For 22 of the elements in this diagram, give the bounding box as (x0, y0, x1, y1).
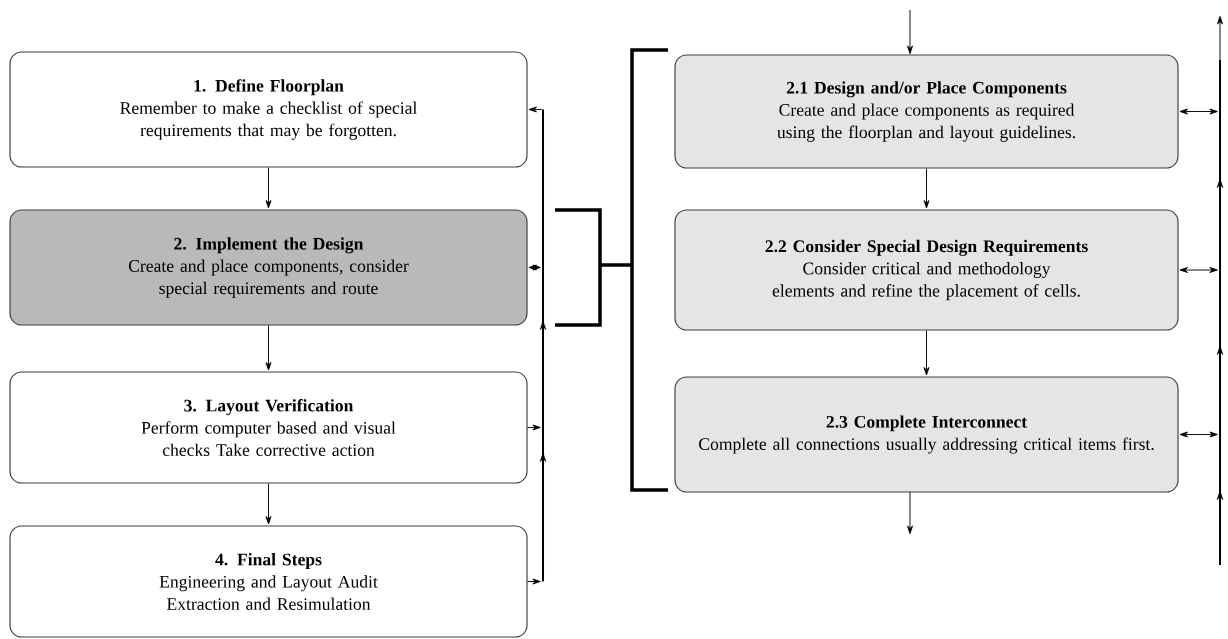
process-box: 2.3 Complete Interconnect Complete all connections usually addressing critical items first. (674, 376, 1179, 493)
arrow (265, 483, 272, 525)
arrow (1179, 267, 1218, 273)
arrow (1179, 431, 1218, 438)
arrow (923, 168, 930, 209)
arrow (528, 264, 541, 271)
arrow (265, 167, 272, 209)
arrow (527, 578, 541, 585)
arrow (907, 491, 913, 534)
process-box: 2.2 Consider Special Design Requirements Consider critical and methodology elements and refine the placement of cells. (674, 209, 1179, 331)
process-box: 4. Final Steps Engineering and Layout Audit Extraction and Resimulation (9, 525, 528, 638)
arrow (265, 325, 272, 371)
arrow (527, 424, 541, 431)
process-box: 2.1 Design and/or Place Components Create and place components as required using the floorplan and layout guidelines. (674, 54, 1179, 169)
process-box: 2. Implement the Design Create and place components, consider special requirements and route (9, 209, 528, 326)
arrow (923, 330, 930, 376)
arrow (1179, 108, 1218, 115)
arrow (528, 106, 543, 113)
arrow (1217, 16, 1223, 61)
arrow (907, 9, 913, 54)
process-box: 3. Layout Verification Perform computer based and visual checks Take corrective action (9, 371, 528, 484)
process-box: 1. Define Floorplan Remember to make a checklist of special requirements that may be forgotten. (9, 51, 528, 168)
